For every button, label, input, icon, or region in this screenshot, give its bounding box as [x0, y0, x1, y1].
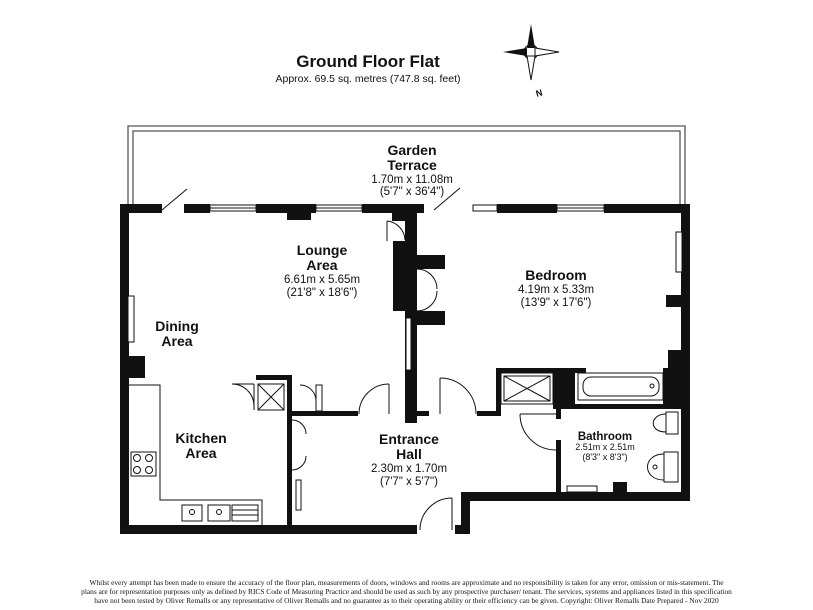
hall-dim-m: 2.30m x 1.70m — [371, 463, 447, 475]
bedroom-dim-m: 4.19m x 5.33m — [518, 284, 594, 296]
kitchen-name-2: Area — [185, 445, 216, 461]
bedroom-name: Bedroom — [525, 267, 586, 283]
hall-dim-ft: (7'7" x 5'7") — [380, 476, 438, 488]
plan-title: Ground Floor Flat — [296, 52, 440, 71]
disclaimer: Whilst every attempt has been made to en… — [6, 578, 807, 606]
hall-name-2: Hall — [396, 446, 422, 462]
kitchen-units — [129, 384, 263, 525]
kitchen-name-1: Kitchen — [175, 430, 226, 446]
bathroom-name: Bathroom — [578, 431, 632, 443]
garden-terrace-name-2: Terrace — [387, 157, 437, 173]
dining-name-2: Area — [161, 333, 192, 349]
lounge-name-1: Lounge — [297, 242, 348, 258]
cupboard-fittings — [231, 317, 412, 511]
bathroom-dim-ft: (8'3" x 8'3") — [582, 452, 627, 462]
lounge-dim-ft: (21'8" x 18'6") — [287, 287, 358, 299]
compass-rose-icon — [503, 24, 560, 81]
exterior-walls — [120, 204, 690, 534]
windows — [127, 204, 683, 343]
garden-terrace-dim-ft: (5'7" x 36'4") — [380, 186, 445, 198]
plan-subtitle: Approx. 69.5 sq. metres (747.8 sq. feet) — [275, 73, 460, 85]
garden-terrace-dim-m: 1.70m x 11.08m — [371, 174, 453, 186]
bathroom-fittings — [500, 372, 679, 493]
disclaimer-line-1: Whilst every attempt has been made to en… — [89, 578, 724, 587]
hall-name-1: Entrance — [379, 431, 439, 447]
compass-north-label: N — [535, 87, 544, 98]
interior-walls — [256, 368, 681, 525]
dining-name-1: Dining — [155, 318, 199, 334]
lounge-name-2: Area — [306, 257, 337, 273]
disclaimer-line-2: plans are for representation purposes on… — [81, 587, 732, 597]
door-swings — [161, 187, 557, 531]
garden-terrace-name-1: Garden — [387, 142, 436, 158]
disclaimer-line-3: have not been tested by Oliver Remalls o… — [94, 596, 719, 606]
bedroom-dim-ft: (13'9" x 17'6") — [521, 297, 592, 309]
bathroom-dim-m: 2.51m x 2.51m — [575, 442, 635, 452]
garden-terrace-outline — [127, 125, 686, 206]
lounge-dim-m: 6.61m x 5.65m — [284, 274, 360, 286]
